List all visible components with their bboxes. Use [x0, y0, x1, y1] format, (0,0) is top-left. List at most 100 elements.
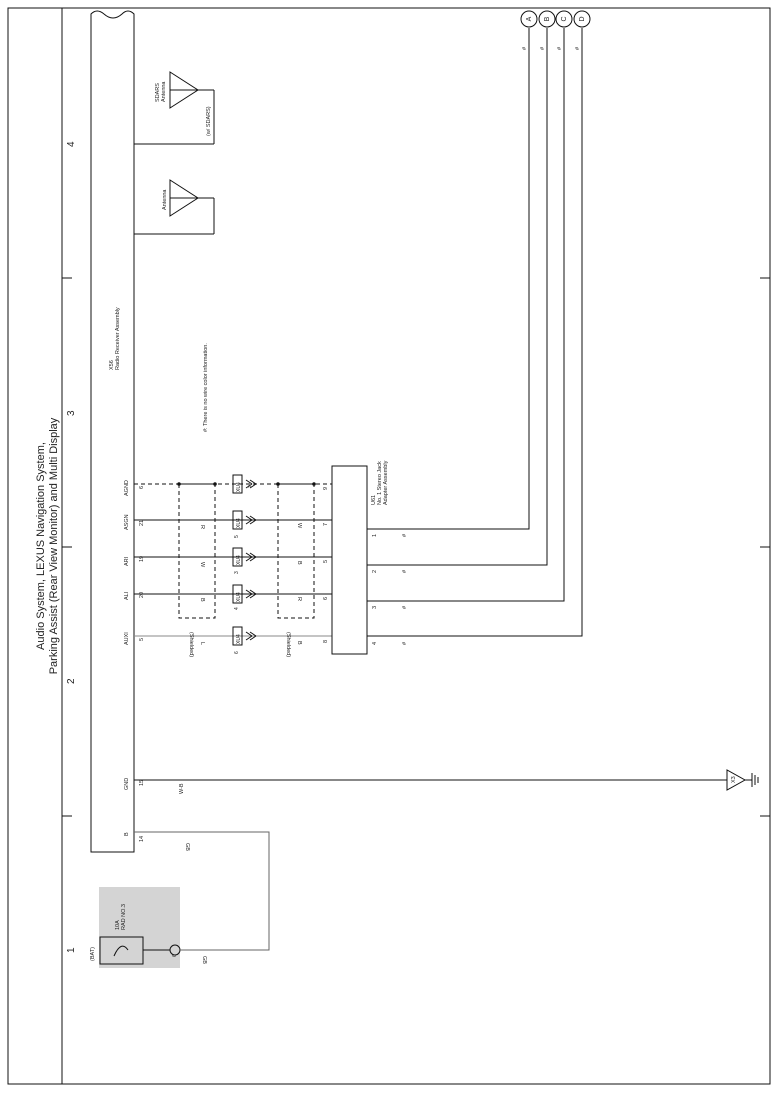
- connector-xu4-auxi: XU4 6: [232, 626, 257, 654]
- section-number-4: 4: [66, 141, 77, 147]
- terminal-asgn: ASGN: [124, 514, 130, 530]
- offpage-ref-c: C: [555, 10, 573, 28]
- fuse-source: (BAT): [90, 947, 96, 961]
- section-number-3: 3: [66, 410, 77, 416]
- shielded-label-right: (Shielded): [285, 632, 291, 657]
- connector-xu4-ali: XU4 4: [232, 584, 257, 610]
- hash-out2: #: [402, 569, 408, 573]
- jack-pin-out2: 2: [372, 570, 378, 573]
- svg-text:6: 6: [234, 651, 240, 654]
- jack-pin-out3: 3: [372, 606, 378, 609]
- sdars-antenna-name2: Antenna: [161, 81, 167, 102]
- jack-pin-out1: 1: [372, 534, 378, 537]
- hash-d: #: [575, 46, 581, 50]
- shield-right: [276, 482, 316, 619]
- terminal-agnd: AGND: [124, 480, 130, 496]
- hash-a: #: [522, 46, 528, 50]
- svg-text:XU4: XU4: [236, 555, 242, 565]
- jack-name2: Adapter Assembly: [383, 460, 389, 505]
- section-number-2: 2: [66, 678, 77, 684]
- sdars-antenna-name1: SDARS: [155, 83, 161, 102]
- pin-ali: 20: [139, 592, 145, 598]
- pin-gnd: 15: [139, 780, 145, 786]
- terminal-ari: ARI: [124, 556, 130, 566]
- section-number-1: 1: [66, 947, 77, 953]
- radio-name: Radio Receiver Assembly: [115, 307, 121, 370]
- hash-out3: #: [402, 605, 408, 609]
- svg-text:A: A: [526, 16, 533, 21]
- shield-left: [177, 482, 217, 619]
- svg-text:XU4: XU4: [236, 592, 242, 602]
- wire-color-asgn-right: W: [296, 523, 302, 529]
- wire-color-asgn-left: R: [199, 525, 205, 529]
- section-ticks: [62, 277, 770, 817]
- svg-text:C: C: [561, 16, 568, 21]
- svg-text:XU4: XU4: [236, 634, 242, 644]
- antenna-icon: [134, 179, 215, 235]
- terminal-gnd: GND: [124, 778, 130, 790]
- pin-asgn: 21: [139, 520, 145, 526]
- connector-xu4-ari: XU4 3: [232, 547, 257, 574]
- pin-b: 14: [139, 836, 145, 842]
- radio-code: X56: [109, 360, 115, 370]
- jack-output-wires: [367, 28, 583, 637]
- wire-color-note: #: There is no wire color information.: [203, 343, 209, 432]
- svg-text:7: 7: [248, 485, 254, 488]
- terminal-auxi: AUXI: [124, 632, 130, 645]
- wire-color-gnd: W-B: [179, 783, 185, 794]
- fuse-rating: 10A: [115, 920, 121, 930]
- jack-pin-out4: 4: [372, 642, 378, 645]
- offpage-ref-b: B: [538, 10, 556, 28]
- wire-color-ari-right: B: [296, 561, 302, 565]
- sdars-antenna-icon: [134, 71, 215, 145]
- shielded-label-left: (Shielded): [188, 632, 194, 657]
- connector-xu4-agnd: XU4 7: [232, 474, 257, 494]
- wire-color-auxi-right: B: [296, 641, 302, 645]
- wire-color-ali-right: R: [296, 597, 302, 601]
- antenna-name: Antenna: [162, 189, 168, 210]
- jack-code: U61: [371, 495, 377, 505]
- svg-text:B: B: [544, 16, 551, 21]
- connector-xu4-asgn: XU4 5: [232, 510, 257, 538]
- pin-agnd: 6: [139, 486, 145, 489]
- pin-ari: 19: [139, 556, 145, 562]
- wire-color-b-top: GB: [184, 843, 190, 851]
- offpage-ref-a: A: [520, 10, 538, 28]
- wire-b: [134, 831, 270, 951]
- fuse-pin: 6: [172, 954, 178, 957]
- diagram-title-line2: Parking Assist (Rear View Monitor) and M…: [48, 417, 60, 674]
- svg-text:XU4: XU4: [236, 518, 242, 528]
- diagram-title-line1: Audio System, LEXUS Navigation System,: [35, 442, 47, 650]
- svg-text:5: 5: [234, 535, 240, 538]
- hash-out1: #: [402, 533, 408, 537]
- offpage-ref-d: D: [573, 10, 591, 28]
- hash-c: #: [557, 46, 563, 50]
- radio-receiver-box: [90, 10, 135, 853]
- wire-color-ari-left: W: [199, 562, 205, 568]
- jack-pin-auxi: 8: [323, 640, 329, 643]
- svg-text:3: 3: [234, 571, 240, 574]
- fuse-name: RAD NO.3: [121, 904, 127, 930]
- jack-pin-agnd: 9: [323, 487, 329, 490]
- svg-text:D: D: [579, 16, 586, 21]
- hash-b: #: [540, 46, 546, 50]
- pin-auxi: 5: [139, 638, 145, 641]
- fuse-area: [99, 887, 180, 968]
- ground-icon: [726, 769, 759, 791]
- jack-pin-asgn: 7: [323, 523, 329, 526]
- wire-color-ali-left: B: [199, 598, 205, 602]
- hash-out4: #: [402, 641, 408, 645]
- wire-color-b-bottom: GB: [201, 956, 207, 964]
- svg-text:4: 4: [234, 607, 240, 610]
- jack-pin-ari: 5: [323, 560, 329, 563]
- jack-name1: No. 1 Stereo Jack: [377, 461, 383, 505]
- sdars-condition: (w/ SDARS): [206, 106, 212, 136]
- svg-text:XU4: XU4: [236, 482, 242, 492]
- wire-color-auxi-left: L: [199, 642, 205, 645]
- terminal-ali: ALI: [124, 591, 130, 600]
- terminal-b: B: [124, 832, 130, 836]
- jack-pin-ali: 6: [323, 597, 329, 600]
- ground-label: X3: [731, 776, 737, 783]
- stereo-jack-box: [331, 465, 368, 655]
